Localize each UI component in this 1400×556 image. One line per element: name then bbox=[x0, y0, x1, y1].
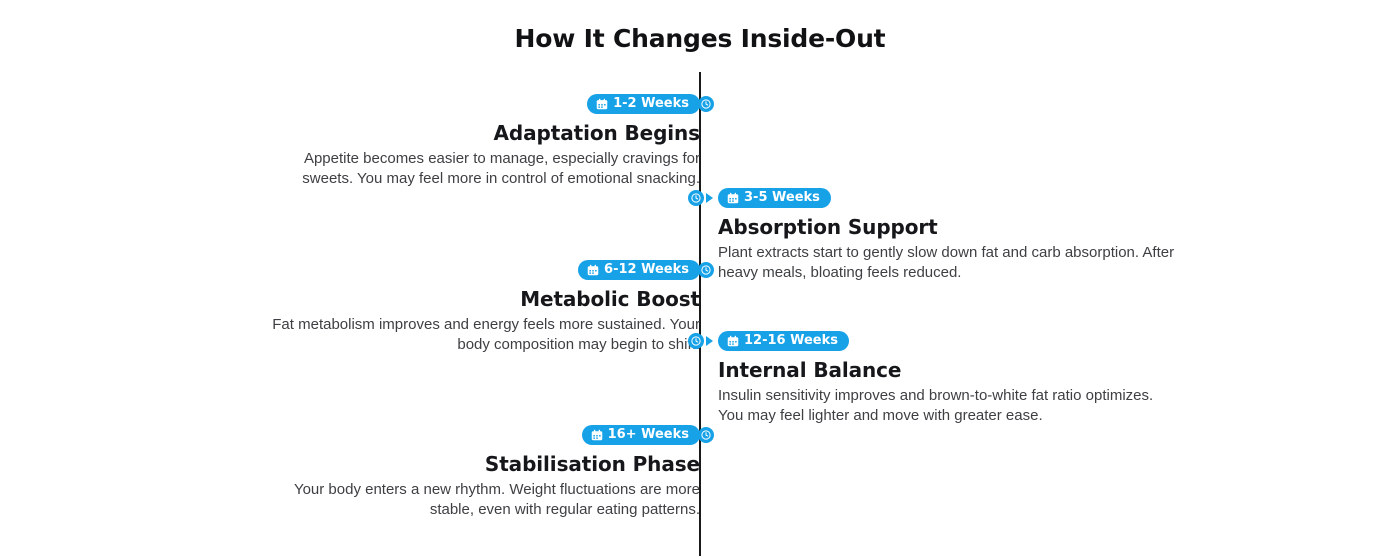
timeline-axis bbox=[699, 72, 701, 556]
timeline-description-3: Fat metabolism improves and energy feels… bbox=[272, 316, 700, 353]
marker-pointer-2 bbox=[706, 193, 713, 203]
timeline-badge-2: 3-5 Weeks bbox=[718, 188, 831, 208]
timeline-entry-3: 6-12 Weeks Metabolic Boost Fat metabolis… bbox=[260, 260, 700, 355]
timeline-marker-1 bbox=[688, 96, 714, 112]
marker-pointer-3 bbox=[689, 265, 696, 275]
timeline-title-4: Internal Balance bbox=[718, 358, 902, 382]
calendar-icon bbox=[587, 264, 599, 276]
timeline-entry-2: 3-5 Weeks Absorption Support Plant extra… bbox=[718, 188, 1178, 283]
calendar-icon bbox=[591, 429, 603, 441]
timeline-description-5: Your body enters a new rhythm. Weight fl… bbox=[293, 481, 700, 518]
timeline-badge-5: 16+ Weeks bbox=[581, 425, 700, 445]
clock-icon bbox=[698, 96, 714, 112]
timeline-title-3: Metabolic Boost bbox=[520, 287, 700, 311]
marker-pointer-4 bbox=[706, 336, 713, 346]
timeline-badge-label-5: 16+ Weeks bbox=[607, 427, 689, 442]
marker-pointer-5 bbox=[689, 430, 696, 440]
calendar-icon bbox=[596, 98, 608, 110]
timeline-badge-label-2: 3-5 Weeks bbox=[744, 190, 820, 205]
timeline-marker-5 bbox=[688, 427, 714, 443]
timeline-description-4: Insulin sensitivity improves and brown-t… bbox=[718, 387, 1154, 424]
timeline-badge-1: 1-2 Weeks bbox=[587, 94, 700, 114]
timeline-marker-2 bbox=[688, 190, 714, 206]
timeline-entry-1: 1-2 Weeks Adaptation Begins Appetite bec… bbox=[260, 94, 700, 189]
page-title: How It Changes Inside-Out bbox=[514, 24, 886, 53]
timeline-title-2: Absorption Support bbox=[718, 215, 938, 239]
timeline-badge-label-4: 12-16 Weeks bbox=[744, 333, 838, 348]
marker-pointer-1 bbox=[689, 99, 696, 109]
timeline-badge-label-3: 6-12 Weeks bbox=[604, 262, 689, 277]
timeline-marker-3 bbox=[688, 262, 714, 278]
clock-icon bbox=[698, 427, 714, 443]
timeline-title-5: Stabilisation Phase bbox=[484, 452, 700, 476]
calendar-icon bbox=[727, 335, 739, 347]
clock-icon bbox=[688, 190, 704, 206]
clock-icon bbox=[698, 262, 714, 278]
timeline-description-2: Plant extracts start to gently slow down… bbox=[718, 244, 1175, 281]
clock-icon bbox=[688, 333, 704, 349]
timeline-title-1: Adaptation Begins bbox=[493, 121, 701, 145]
timeline-badge-label-1: 1-2 Weeks bbox=[613, 96, 689, 111]
calendar-icon bbox=[727, 192, 739, 204]
timeline-entry-5: 16+ Weeks Stabilisation Phase Your body … bbox=[260, 425, 700, 520]
timeline-badge-3: 6-12 Weeks bbox=[578, 260, 700, 280]
timeline-entry-4: 12-16 Weeks Internal Balance Insulin sen… bbox=[718, 331, 1178, 426]
timeline-description-1: Appetite becomes easier to manage, espec… bbox=[302, 150, 700, 187]
timeline-marker-4 bbox=[688, 333, 714, 349]
timeline-badge-4: 12-16 Weeks bbox=[718, 331, 849, 351]
